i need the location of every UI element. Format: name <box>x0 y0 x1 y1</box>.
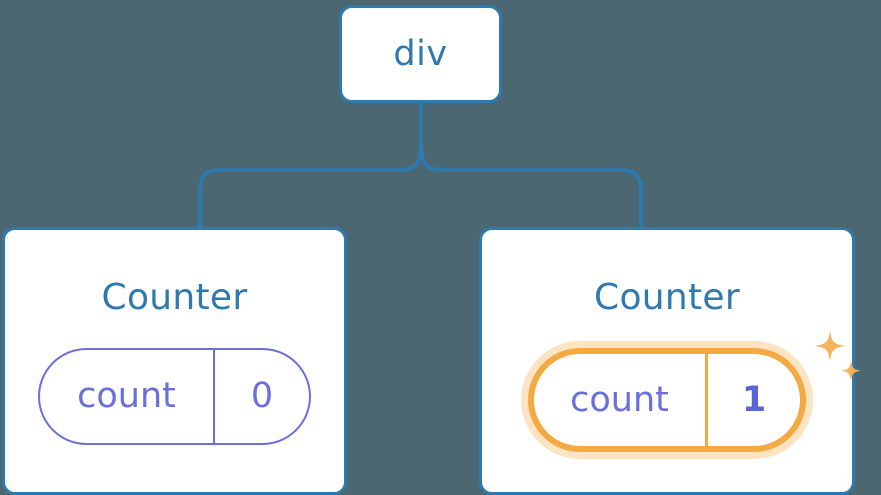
node-counter-right-label: Counter <box>594 277 740 318</box>
state-pill-right[interactable]: count 1 <box>528 348 806 452</box>
state-pill-right-value: 1 <box>741 379 767 420</box>
state-pill-wrap-left: count 0 <box>38 348 311 445</box>
connector-branch-right <box>419 138 643 229</box>
state-pill-left-value: 0 <box>250 376 274 416</box>
state-pill-left-key: count <box>77 376 176 416</box>
connector-branch-left <box>198 138 423 229</box>
node-counter-right[interactable]: Counter count 1 <box>479 227 862 495</box>
state-pill-left-value-cell: 0 <box>215 350 309 443</box>
node-div[interactable]: div <box>339 5 502 103</box>
node-counter-left[interactable]: Counter count 0 <box>2 227 347 495</box>
state-pill-right-key-cell: count <box>534 354 708 446</box>
state-pill-wrap-right: count 1 <box>528 330 862 452</box>
sparkle-small-icon <box>840 360 862 382</box>
node-counter-left-label: Counter <box>101 277 248 318</box>
node-div-label: div <box>393 33 448 74</box>
sparkles-group <box>814 330 862 382</box>
state-pill-left-key-cell: count <box>40 350 215 443</box>
state-pill-right-value-cell: 1 <box>708 354 800 446</box>
sparkle-large-icon <box>814 330 846 362</box>
state-pill-right-key: count <box>570 379 669 420</box>
state-pill-left[interactable]: count 0 <box>38 348 311 445</box>
